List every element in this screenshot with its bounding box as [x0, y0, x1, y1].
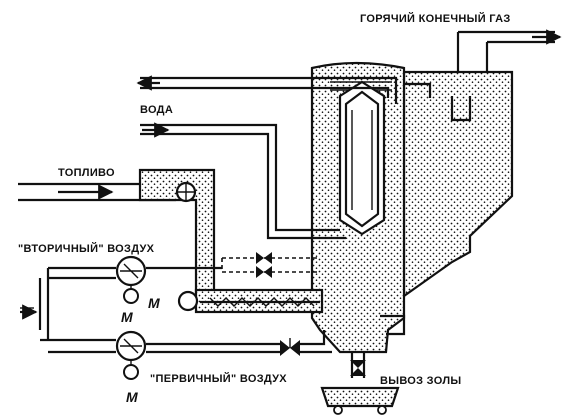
secondary-air-label: "ВТОРИЧНЫЙ" ВОЗДУХ: [18, 242, 155, 255]
water-label: ВОДА: [140, 104, 173, 116]
water-pipes: [136, 75, 398, 240]
secondary-air-injection: [221, 252, 318, 278]
ash-removal-label: ВЫВОЗ ЗОЛЫ: [380, 375, 461, 387]
primary-motor-label: M: [126, 389, 138, 405]
secondary-air-fan: M: [38, 255, 222, 340]
secondary-valve-lower-icon: [256, 266, 272, 278]
hot-gas-label: ГОРЯЧИЙ КОНЕЧНЫЙ ГАЗ: [360, 12, 511, 25]
secondary-motor-label: M: [121, 309, 133, 325]
fuel-feeder-column: [138, 168, 216, 298]
fuel-label: ТОПЛИВО: [58, 167, 115, 179]
ash-outlet: [320, 314, 406, 415]
air-intake: [20, 304, 38, 320]
ash-wagon-icon: [320, 386, 400, 408]
secondary-valve-upper-icon: [256, 252, 272, 264]
motor-icon: [177, 290, 199, 312]
screw-motor: M: [148, 290, 199, 312]
cyclone-separator: [402, 70, 514, 299]
motor-icon: [123, 364, 139, 380]
screw-conveyor: [194, 288, 324, 314]
heat-exchanger-bundle: [338, 80, 386, 236]
motor-icon: [123, 288, 139, 304]
primary-air-fan: M: [40, 330, 332, 405]
screw-motor-label: M: [148, 295, 160, 311]
ash-valve-icon: [350, 360, 366, 376]
primary-air-label: "ПЕРВИЧНЫЙ" ВОЗДУХ: [150, 372, 287, 385]
hot-gas-outlet-duct: [456, 29, 562, 72]
gas-transfer-pipe: [404, 82, 432, 98]
